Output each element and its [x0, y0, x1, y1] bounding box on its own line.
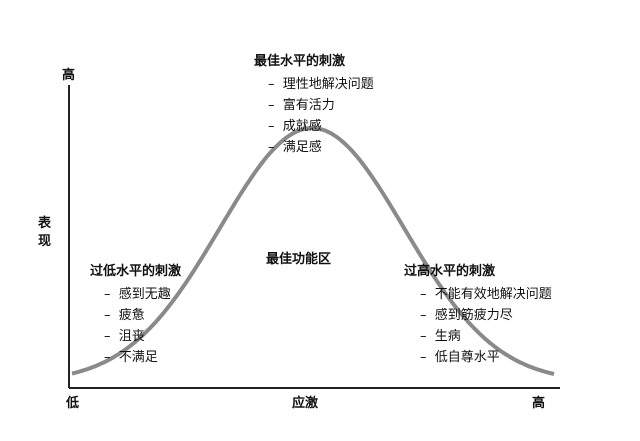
low-title: 过低水平的刺激: [90, 264, 182, 279]
low-list: – 感到无趣 – 疲惫 – 沮丧 – 不满足: [104, 284, 171, 368]
list-item: – 富有活力: [268, 98, 335, 113]
performance-curve: [71, 125, 555, 376]
list-item: – 沮丧: [104, 329, 145, 344]
y-axis-high-label: 高: [62, 68, 76, 83]
x-axis-high-label: 高: [532, 396, 546, 411]
list-item: – 理性地解决问题: [268, 77, 374, 92]
list-item: – 生病: [420, 329, 461, 344]
high-list: – 不能有效地解决问题 – 感到筋疲力尽 – 生病 – 低自尊水平: [420, 284, 552, 368]
list-item: – 感到筋疲力尽: [420, 308, 513, 323]
list-item: – 疲惫: [104, 308, 145, 323]
optimal-list: – 理性地解决问题 – 富有活力 – 成就感 – 满足感: [268, 74, 374, 158]
x-axis-label: 应激: [292, 396, 319, 411]
list-item: – 满足感: [268, 140, 322, 155]
x-axis-low-label: 低: [66, 396, 80, 411]
list-item: – 不满足: [104, 350, 158, 365]
list-item: – 成就感: [268, 119, 322, 134]
list-item: – 低自尊水平: [420, 350, 500, 365]
y-axis-label: 表现: [38, 216, 52, 249]
list-item: – 感到无趣: [104, 287, 171, 302]
list-item: – 不能有效地解决问题: [420, 287, 552, 302]
high-title: 过高水平的刺激: [404, 264, 496, 279]
optimal-title: 最佳水平的刺激: [254, 54, 346, 69]
optimal-zone-label: 最佳功能区: [266, 252, 332, 267]
